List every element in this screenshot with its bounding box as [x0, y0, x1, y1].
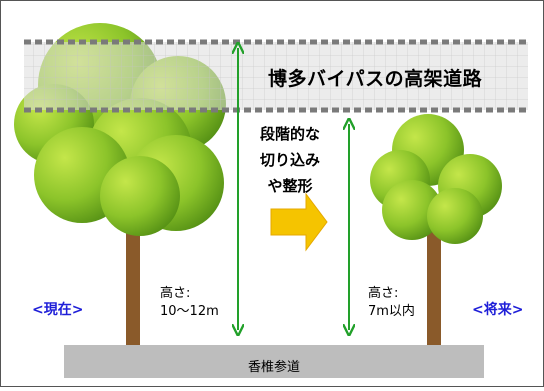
viaduct-label: 博多バイパスの高架道路 [268, 68, 483, 90]
process-label: 段階的な 切り込み や整形 [246, 121, 334, 199]
viaduct [24, 39, 528, 113]
road-label: 香椎参道 [247, 360, 300, 375]
road [64, 345, 484, 378]
current-height-value: 10〜12m [160, 304, 219, 319]
future-tree [370, 114, 502, 346]
future-tree-foliage [370, 114, 502, 244]
future-badge: <将来> [472, 302, 524, 318]
process-line-3: や整形 [267, 177, 313, 195]
current-height-label: 高さ: 10〜12m [160, 285, 219, 321]
future-height-value: 7m以内 [368, 304, 415, 319]
process-line-2: 切り込み [259, 151, 320, 169]
transition-arrow [270, 192, 328, 252]
future-tree-trunk [427, 218, 441, 346]
future-height-caption: 高さ: [368, 286, 399, 301]
future-height-label: 高さ: 7m以内 [368, 285, 415, 321]
current-height-caption: 高さ: [160, 286, 191, 301]
process-line-1: 段階的な [259, 125, 320, 143]
current-badge: <現在> [32, 302, 84, 318]
current-tree-trunk [126, 226, 140, 346]
